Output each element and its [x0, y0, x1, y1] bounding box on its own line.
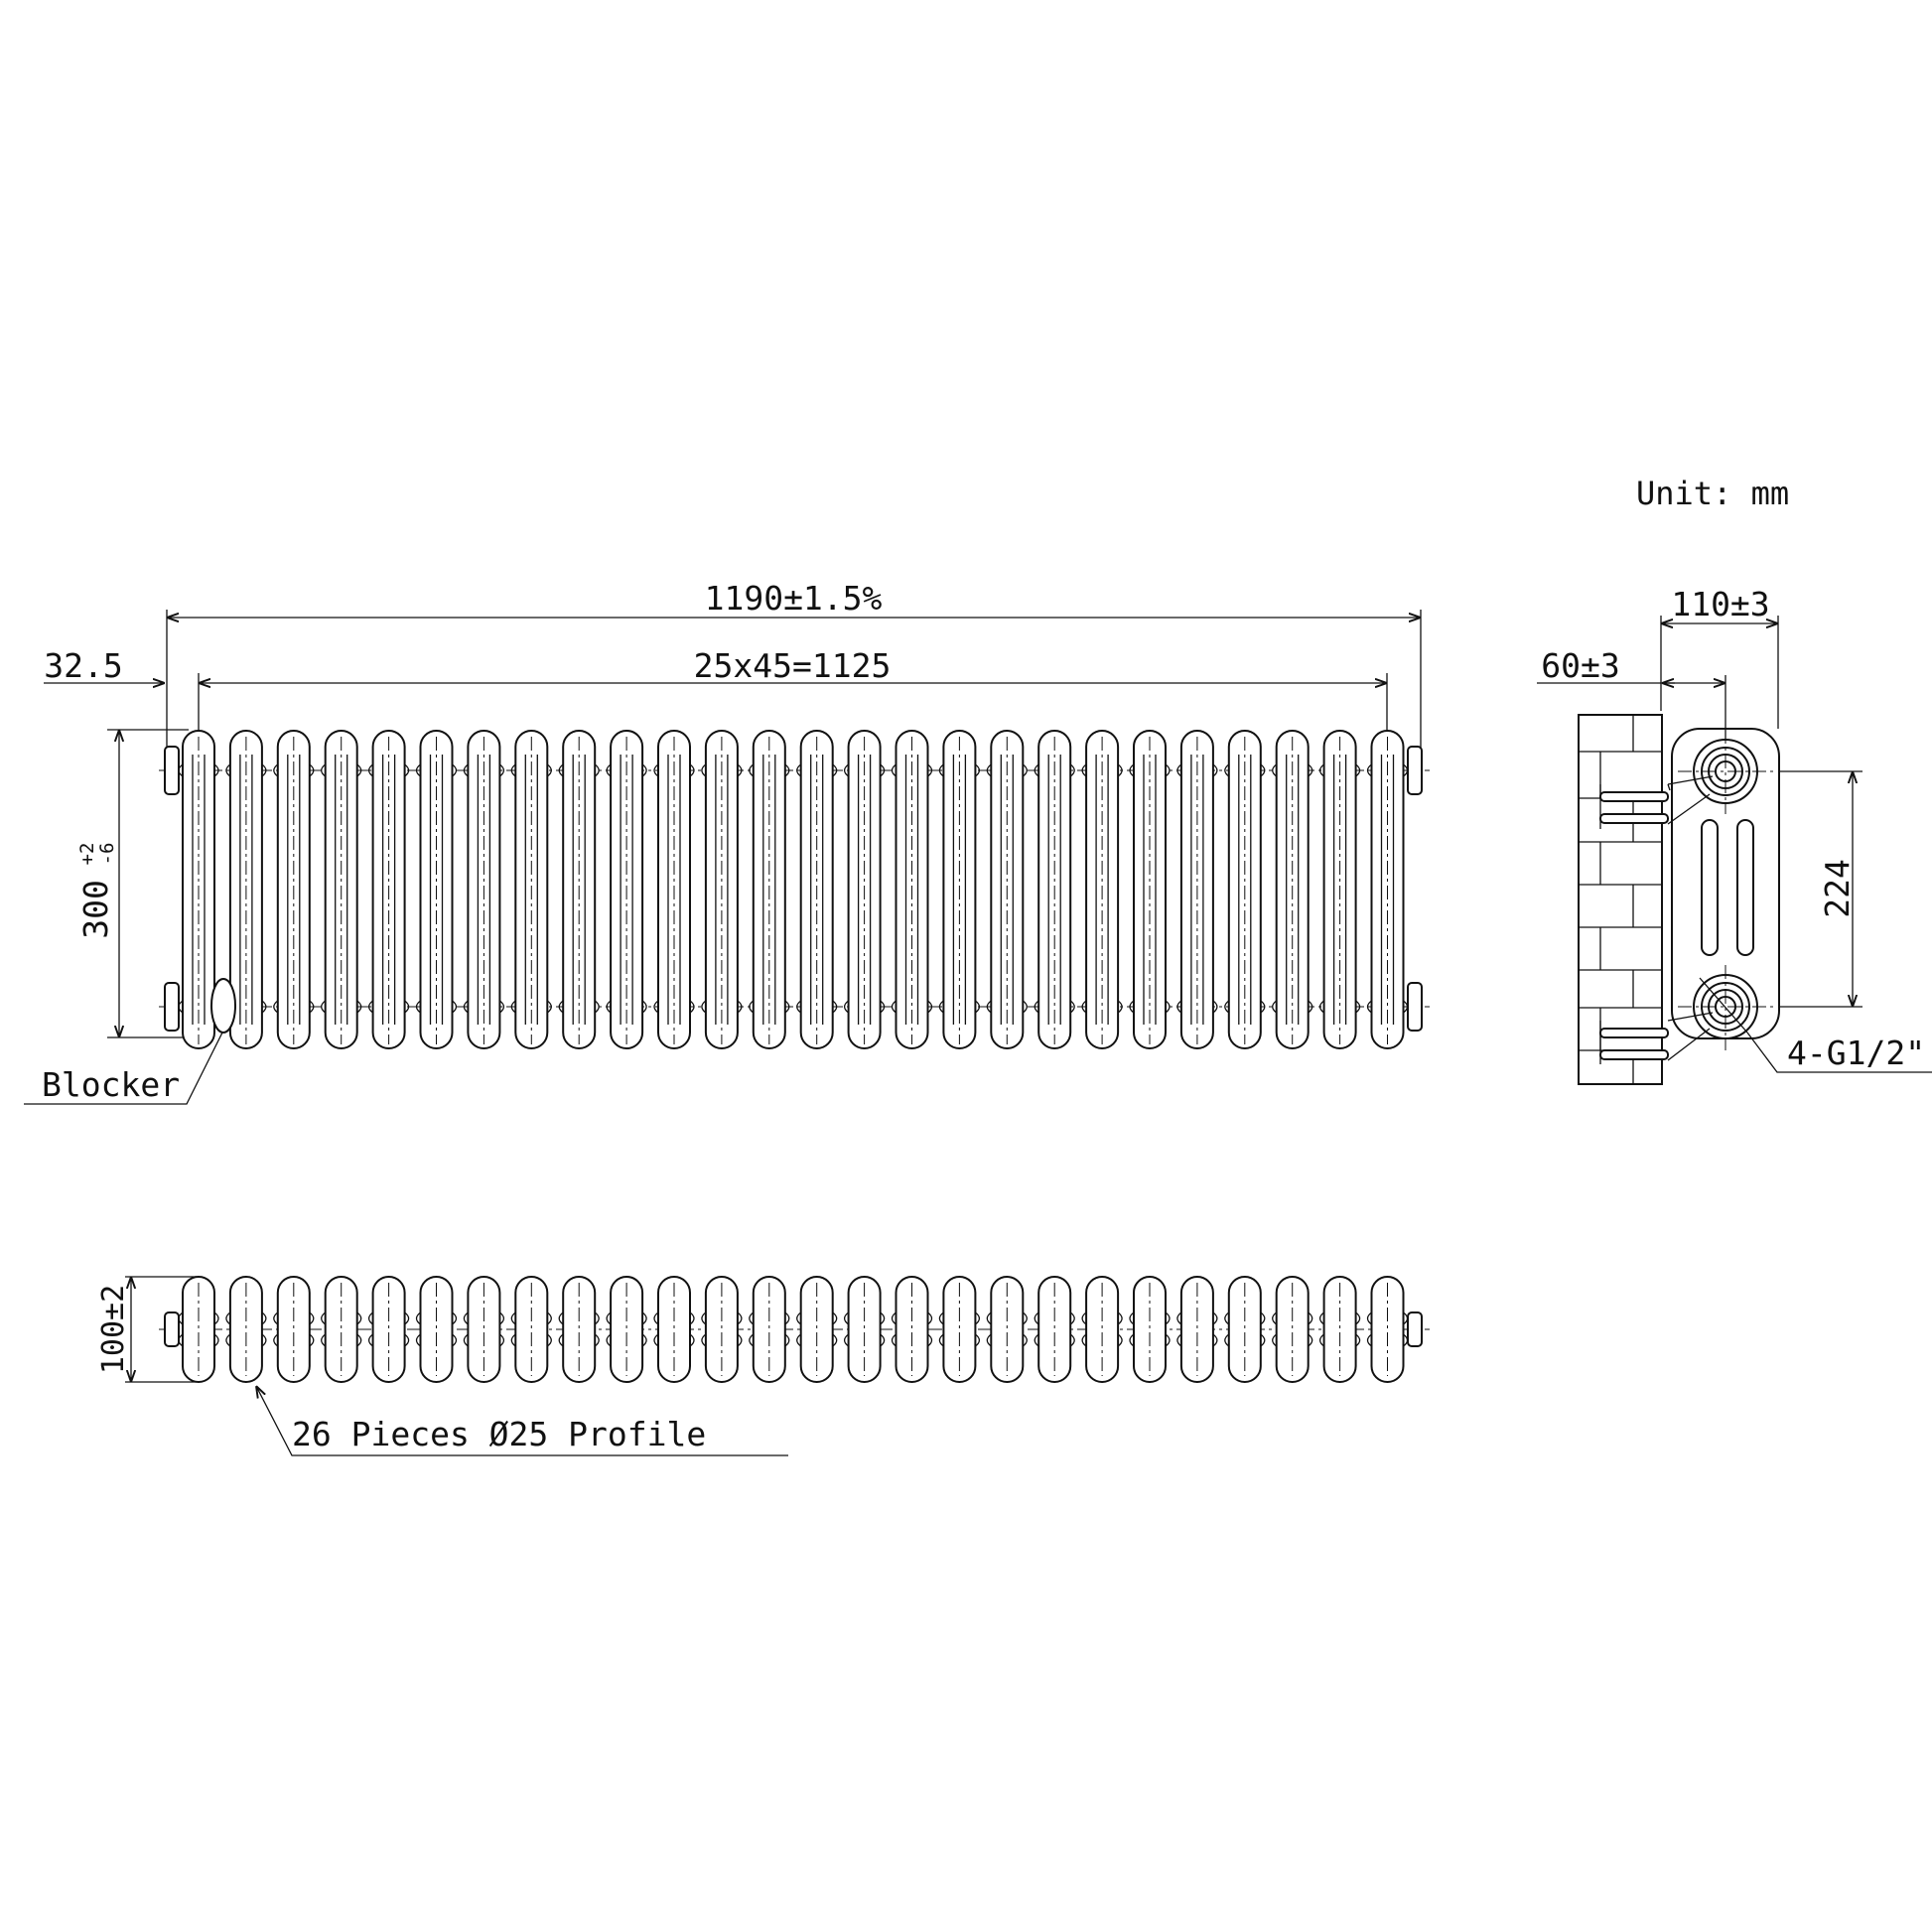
plan-column — [606, 1276, 647, 1383]
plan-column — [891, 1276, 933, 1383]
connections-callout-leader — [1746, 1032, 1932, 1073]
radiator-column — [986, 730, 1028, 1049]
plan-column — [796, 1276, 838, 1383]
radiator-column — [938, 730, 981, 1049]
plan-column — [843, 1276, 886, 1383]
wall-bracket-top — [1599, 775, 1714, 829]
plan-column — [1176, 1276, 1218, 1383]
side-column-slot-right — [1736, 819, 1754, 956]
plan-column — [1366, 1276, 1409, 1383]
radiator-column — [891, 730, 933, 1049]
connections-callout-label: 4-G1/2" — [1787, 1034, 1925, 1072]
radiator-column — [1034, 730, 1075, 1049]
plan-column — [1272, 1276, 1313, 1383]
plan-column — [1318, 1276, 1361, 1383]
height-tol-upper-label: +2 — [76, 843, 98, 866]
radiator-column — [225, 730, 267, 1049]
radiator-column — [1272, 730, 1313, 1049]
radiator-column — [415, 730, 458, 1049]
blocker-cap — [210, 978, 236, 1034]
wall-bracket-bottom — [1599, 1012, 1714, 1064]
plan-depth-label: 100±2 — [96, 1285, 131, 1374]
unit-label: Unit: mm — [1636, 475, 1789, 512]
overall-width-label: 1190±1.5% — [705, 579, 883, 618]
radiator-column — [843, 730, 886, 1049]
plan-column — [1081, 1276, 1123, 1383]
radiator-column — [1176, 730, 1218, 1049]
plan-column — [415, 1276, 458, 1383]
front-view: 1190±1.5% 25x45=1125 32.5 300 +2 -6 Bloc… — [24, 579, 1430, 1105]
profile-callout-label: 26 Pieces Ø25 Profile — [292, 1415, 706, 1453]
front-columns — [178, 730, 1409, 1049]
plan-column — [178, 1276, 219, 1383]
radiator-column — [1224, 730, 1266, 1049]
plan-column — [1129, 1276, 1171, 1383]
radiator-column — [463, 730, 505, 1049]
radiator-column — [1366, 730, 1409, 1049]
plan-column — [1034, 1276, 1075, 1383]
radiator-column — [653, 730, 695, 1049]
side-view: 110±3 60±3 224 4-G1/2" — [1537, 585, 1932, 1085]
plan-column — [463, 1276, 505, 1383]
radiator-column — [701, 730, 743, 1049]
wall-clearance-label: 60±3 — [1541, 646, 1619, 685]
blocker-callout-label: Blocker — [42, 1065, 180, 1104]
end-offset-label: 32.5 — [44, 646, 122, 685]
plan-column — [558, 1276, 600, 1383]
radiator-column — [796, 730, 838, 1049]
plan-column — [510, 1276, 552, 1383]
radiator-column — [606, 730, 647, 1049]
radiator-column — [558, 730, 600, 1049]
depth-label: 110±3 — [1671, 585, 1769, 623]
radiator-column — [1081, 730, 1123, 1049]
connection-top — [1678, 730, 1777, 814]
radiator-column — [178, 730, 219, 1049]
plan-end-plug-right — [1407, 1311, 1423, 1347]
blocker-callout-leader — [24, 1032, 223, 1105]
profile-callout-leader — [256, 1386, 788, 1456]
section-span-label: 25x45=1125 — [694, 646, 892, 685]
end-plug-bottom-left — [164, 982, 180, 1032]
radiator-column — [749, 730, 790, 1049]
height-tol-lower-label: -6 — [96, 843, 118, 866]
wall-section — [1578, 714, 1663, 1085]
pipe-centres-label: 224 — [1818, 859, 1857, 918]
radiator-column — [1318, 730, 1361, 1049]
radiator-column — [367, 730, 410, 1049]
plan-column — [321, 1276, 362, 1383]
plan-column — [367, 1276, 410, 1383]
radiator-column — [273, 730, 315, 1049]
radiator-column — [321, 730, 362, 1049]
height-main-label: 300 — [76, 880, 115, 939]
end-plug-top-right — [1407, 746, 1423, 795]
radiator-column — [1129, 730, 1171, 1049]
plan-view: 100±2 26 Pieces Ø25 Profile — [96, 1276, 1430, 1456]
side-column-slot-left — [1701, 819, 1719, 956]
radiator-column — [510, 730, 552, 1049]
plan-columns — [178, 1276, 1409, 1383]
plan-column — [938, 1276, 981, 1383]
end-plug-bottom-right — [1407, 982, 1423, 1032]
plan-column — [225, 1276, 267, 1383]
plan-column — [749, 1276, 790, 1383]
plan-column — [653, 1276, 695, 1383]
end-plug-top-left — [164, 746, 180, 795]
plan-column — [986, 1276, 1028, 1383]
plan-end-plug-left — [164, 1311, 180, 1347]
plan-column — [273, 1276, 315, 1383]
plan-column — [701, 1276, 743, 1383]
plan-column — [1224, 1276, 1266, 1383]
